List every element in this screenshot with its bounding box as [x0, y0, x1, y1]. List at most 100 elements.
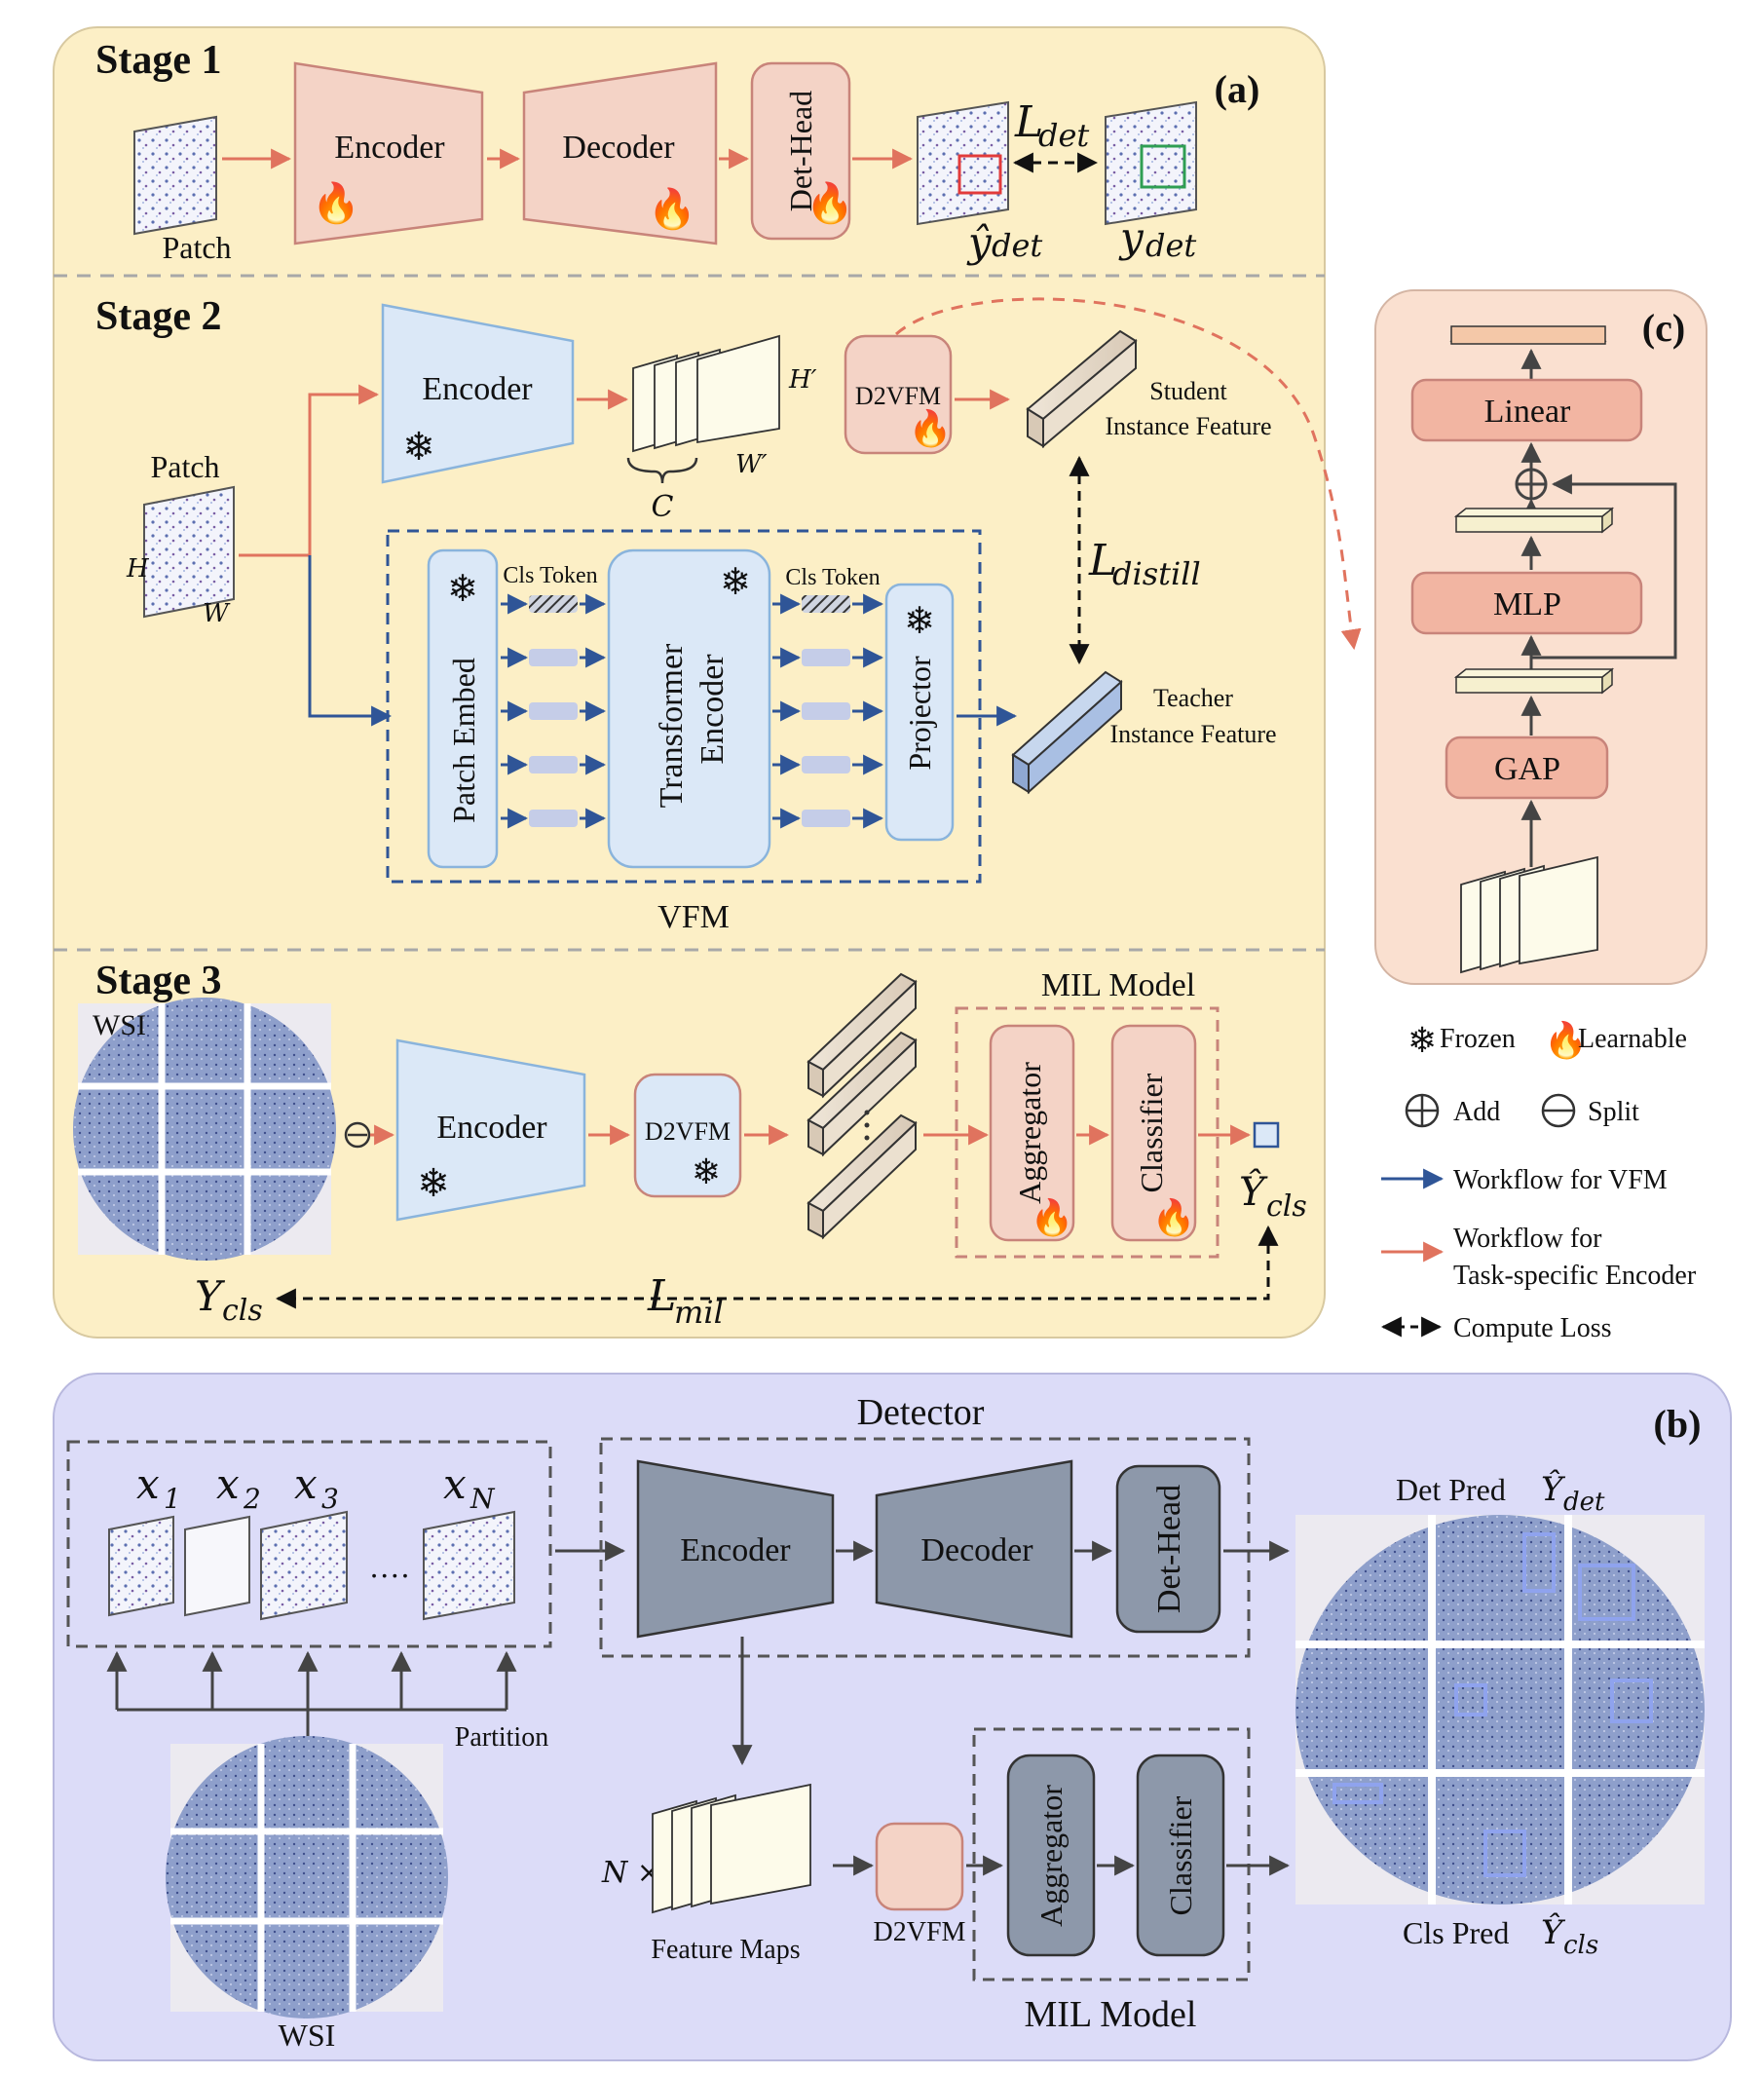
stage1-encoder-flame-icon: 🔥	[312, 180, 360, 225]
legend-split: Split	[1588, 1097, 1639, 1127]
panel-b-dethead-label: Det-Head	[1151, 1485, 1187, 1613]
legend-compute-loss: Compute Loss	[1453, 1313, 1612, 1343]
stage3-aggregator-flame-icon: 🔥	[1031, 1197, 1074, 1237]
stage2-dim-wprime: W′	[735, 450, 768, 479]
panel-b-encoder-block	[636, 1459, 835, 1639]
stage2-dim-hprime: H′	[788, 365, 817, 395]
panel-c-linear-label: Linear	[1484, 394, 1571, 430]
panel-b-cls-pred-label: Cls Pred	[1403, 1915, 1509, 1950]
stage2-student-feature	[1026, 329, 1138, 449]
panel-b-decoder-label: Decoder	[920, 1532, 1033, 1568]
stage3-wsi-label: WSI	[93, 1009, 146, 1041]
stage1-pred-symbol: ŷ	[966, 218, 993, 266]
panel-c-tag: (c)	[1642, 306, 1685, 350]
legend-add-icon	[1405, 1093, 1440, 1128]
stage1-dethead-block	[750, 61, 851, 241]
panel-b-tag: (b)	[1654, 1402, 1702, 1446]
panel-b-wsi-image	[166, 1736, 448, 2018]
stage2-d2vfm-label: D2VFM	[855, 382, 941, 410]
stage2-title: Stage 2	[95, 294, 222, 339]
panel-c-feature-maps	[1460, 855, 1598, 974]
panel-c-mlp-block	[1410, 571, 1643, 635]
stage2-loss-subscript: distill	[1112, 555, 1201, 592]
stage2-d2vfm-flame-icon: 🔥	[909, 408, 953, 448]
panel-b-d2vfm-label: D2VFM	[874, 1917, 966, 1947]
panel-b-n-times: N ×	[601, 1856, 661, 1890]
stage2-arrow-patch-vfm	[308, 555, 393, 727]
panel-b-mil-box	[972, 1727, 1251, 1981]
panel-b-aggregator-block	[1006, 1754, 1096, 1957]
stage2-dim-c: C	[652, 490, 674, 524]
legend-learnable: Learnable	[1578, 1024, 1687, 1054]
stage2-dim-w: W	[203, 599, 231, 628]
legend-frozen: Frozen	[1440, 1024, 1516, 1054]
stage3-classifier-label: Classifier	[1134, 1073, 1169, 1192]
stage2-arrow-patch-encoder	[239, 384, 380, 557]
stage3-loss-subscript: mil	[674, 1294, 724, 1331]
stage2-transformer-line2: Encoder	[694, 654, 731, 765]
stage1-encoder-label: Encoder	[334, 130, 445, 166]
stage3-aggregator-label: Aggregator	[1012, 1062, 1047, 1204]
stage3-gt-subscript: cls	[222, 1294, 263, 1328]
stage1-prediction-image	[917, 100, 1009, 226]
panel-b-partition-arrows	[106, 1650, 517, 1744]
stage3-loss-symbol: L	[647, 1271, 676, 1321]
stage3-mil-label: MIL Model	[1041, 967, 1195, 1003]
stage2-projector-label: Projector	[902, 656, 937, 771]
panel-b-decoder-block	[875, 1459, 1073, 1639]
panel-b-classifier-label: Classifier	[1163, 1795, 1198, 1915]
panel-b-x2-symbol: x	[216, 1460, 240, 1508]
panel-c-mlp-label: MLP	[1493, 586, 1561, 622]
legend-snowflake-icon: ❄	[1407, 1021, 1437, 1060]
panel-b-partition-label: Partition	[455, 1722, 548, 1753]
panel-b-classifier-block	[1136, 1754, 1225, 1957]
stage2-transformer-block	[607, 548, 771, 869]
stage2-cls-token-label-1: Cls Token	[503, 563, 597, 588]
panel-b-x3-symbol: x	[294, 1460, 318, 1508]
panel-b-cls-pred-symbol: Ŷ	[1541, 1912, 1566, 1952]
panel-b-xn-symbol: x	[443, 1460, 467, 1508]
panel-c-low-token	[1453, 667, 1615, 695]
panel-b-x1-symbol: x	[136, 1460, 160, 1508]
stage1-dethead-flame-icon: 🔥	[806, 180, 854, 225]
stage2-patch-image	[143, 485, 235, 619]
stage3-encoder-label: Encoder	[436, 1110, 547, 1146]
stage2-encoder-label: Encoder	[422, 371, 533, 407]
stage3-split-icon	[344, 1121, 371, 1149]
panel-b-det-pred-label: Det Pred	[1396, 1472, 1506, 1507]
panel-b-patch-dots: ····	[369, 1558, 411, 1593]
panel-b-feature-maps-label: Feature Maps	[651, 1935, 800, 1965]
stage2-projector-snowflake-icon: ❄	[904, 601, 935, 642]
stage2-transformer-line1: Transformer	[654, 643, 690, 808]
stage2-d2vfm-block	[844, 334, 953, 455]
stage2-patch-embed-label: Patch Embed	[446, 658, 481, 823]
stage2-student-line1: Student	[1149, 377, 1227, 405]
stage2-token-rows	[501, 593, 884, 829]
stage1-gt-subscript: det	[1145, 227, 1196, 264]
stage2-patch-embed-snowflake-icon: ❄	[447, 569, 478, 610]
stage2-transformer-snowflake-icon: ❄	[720, 562, 751, 603]
stage2-dim-h: H	[126, 554, 150, 584]
stage3-instance-features	[807, 972, 918, 1240]
panel-b-detector-box	[599, 1437, 1251, 1658]
panel-b-dethead-block	[1115, 1464, 1221, 1634]
panel-c-output-token	[1449, 325, 1607, 345]
stage1-pred-subscript: det	[992, 227, 1042, 264]
stage2-loss-symbol: L	[1088, 536, 1117, 585]
stage2-encoder-block	[381, 303, 575, 484]
stage1-decoder-block	[522, 61, 718, 245]
stage2-patch-label: Patch	[150, 449, 219, 484]
legend-task-flow-line2: Task-specific Encoder	[1453, 1261, 1697, 1291]
panel-b-patches-box	[66, 1440, 552, 1648]
stage3-encoder-block	[395, 1038, 586, 1222]
stage3-mil-loss-arrow	[275, 1225, 1279, 1309]
stage1-decoder-label: Decoder	[562, 130, 675, 166]
stage1-loss-symbol: L	[1014, 97, 1043, 147]
stage1-gt-symbol: y	[1118, 213, 1145, 261]
stage3-d2vfm-label: D2VFM	[645, 1117, 731, 1146]
stage1-encoder-block	[293, 61, 484, 245]
panel-b-wsi-label: WSI	[279, 2018, 336, 2053]
panel-b-det-pred-symbol: Ŷ	[1541, 1469, 1566, 1509]
panel-b-mil-label: MIL Model	[1025, 1994, 1197, 2035]
